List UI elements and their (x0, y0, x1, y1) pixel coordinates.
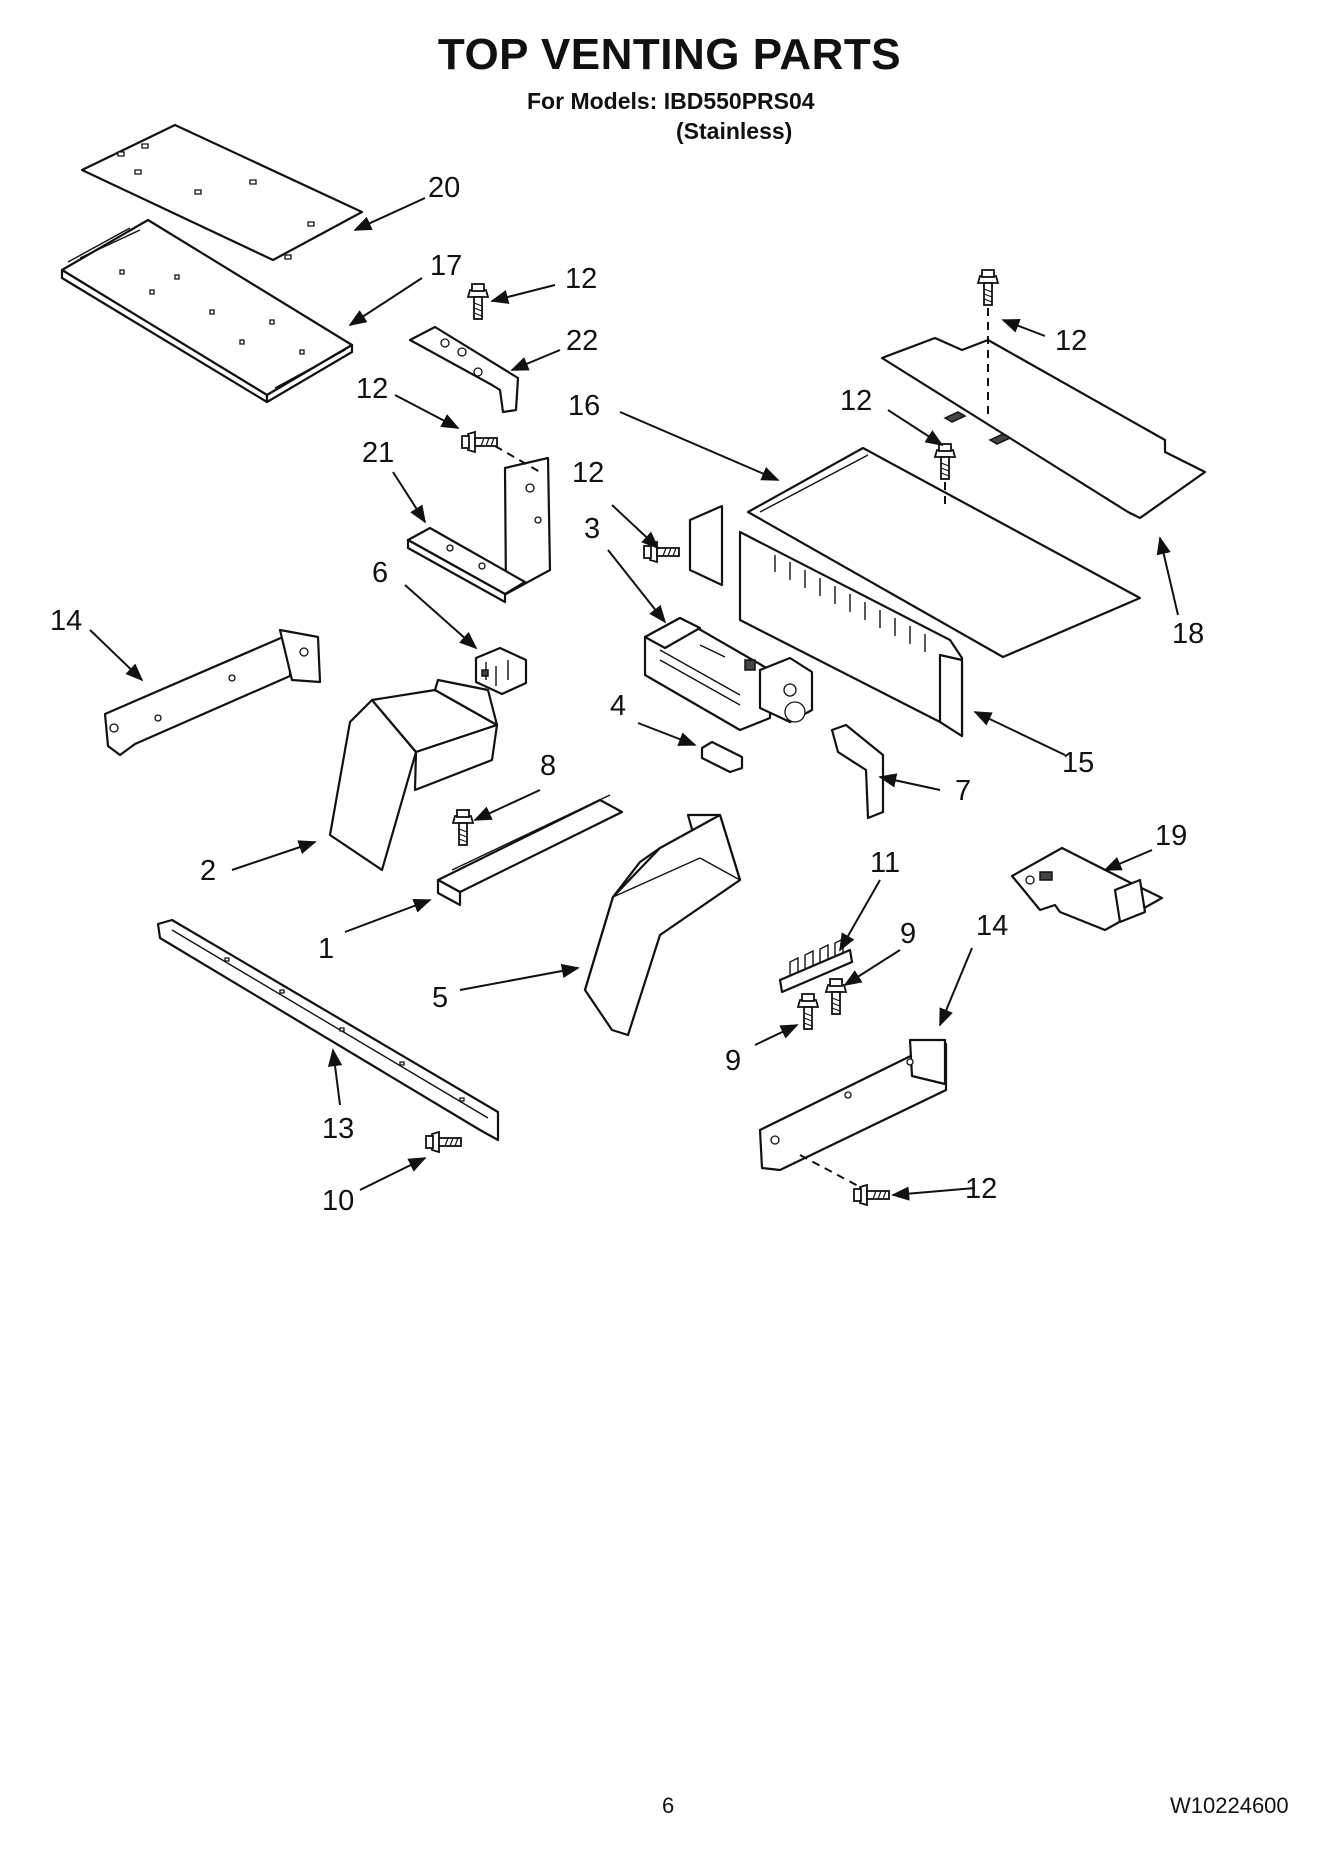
callout-8: 8 (540, 750, 556, 782)
screw-9-upper (825, 978, 847, 1015)
part-13-front-trim (156, 918, 500, 1142)
part-22-bracket (408, 325, 520, 414)
screw-12-part18 (977, 269, 999, 306)
callout-2: 2 (200, 855, 216, 887)
part-5-duct (583, 813, 742, 1037)
screw-10 (425, 1131, 462, 1153)
models-label: For Models: IBD550PRS04 (527, 88, 815, 114)
part-19-sensor-bracket (1010, 846, 1164, 932)
screw-12-part15 (643, 541, 680, 563)
callout-12: 12 (572, 457, 604, 489)
screw-12-part16 (934, 443, 956, 480)
part-20-top-panel (80, 123, 364, 262)
part-7-bracket (830, 723, 885, 820)
screw-12-part14-right (853, 1184, 890, 1206)
screw-12-part21 (461, 431, 498, 453)
part-17-tray (60, 218, 354, 404)
part-14-side-bracket-right (758, 1038, 948, 1172)
callout-7: 7 (955, 775, 971, 807)
finish-label: (Stainless) (676, 118, 793, 144)
callout-19: 19 (1155, 820, 1187, 852)
part-15-vent-grille (688, 504, 964, 738)
callout-15: 15 (1062, 747, 1094, 779)
part-4-spacer (700, 740, 744, 774)
page-title: TOP VENTING PARTS (437, 30, 902, 79)
callout-labels: 20 17 12 22 12 21 16 12 12 12 3 6 14 18 … (50, 172, 1204, 1217)
callout-14: 14 (50, 605, 82, 637)
callout-12: 12 (1055, 325, 1087, 357)
callout-1: 1 (318, 933, 334, 965)
callout-4: 4 (610, 690, 626, 722)
callout-6: 6 (372, 557, 388, 589)
callout-12: 12 (840, 385, 872, 417)
callout-22: 22 (566, 325, 598, 357)
callout-3: 3 (584, 513, 600, 545)
callout-11: 11 (870, 847, 900, 879)
callout-17: 17 (430, 250, 462, 282)
part-1-trim-strip (436, 794, 624, 907)
page-number: 6 (662, 1793, 675, 1818)
callout-18: 18 (1172, 618, 1204, 650)
document-number: W10224600 (1170, 1793, 1289, 1818)
callout-21: 21 (362, 437, 394, 469)
callout-12: 12 (565, 263, 597, 295)
part-3-blower-motor (643, 616, 814, 732)
callout-12: 12 (965, 1173, 997, 1205)
part-6-switch (474, 646, 528, 696)
callout-12: 12 (356, 373, 388, 405)
screw-8 (452, 809, 474, 846)
callout-9: 9 (900, 918, 916, 950)
part-2-deflector (328, 678, 499, 872)
callout-13: 13 (322, 1113, 354, 1145)
callout-9: 9 (725, 1045, 741, 1077)
part-14-side-bracket-left (103, 628, 322, 757)
leader-lines (89, 197, 1179, 1201)
screw-12-part22 (467, 283, 489, 320)
callout-14: 14 (976, 910, 1008, 942)
part-16-vent-cover (746, 446, 1142, 659)
callout-10: 10 (322, 1185, 354, 1217)
screw-9-lower (797, 993, 819, 1030)
callout-5: 5 (432, 982, 448, 1014)
callout-20: 20 (428, 172, 460, 204)
part-18-duct-plate (880, 336, 1207, 520)
part-21-bracket (406, 456, 552, 604)
callout-16: 16 (568, 390, 600, 422)
part-11-terminal-block (778, 937, 854, 994)
